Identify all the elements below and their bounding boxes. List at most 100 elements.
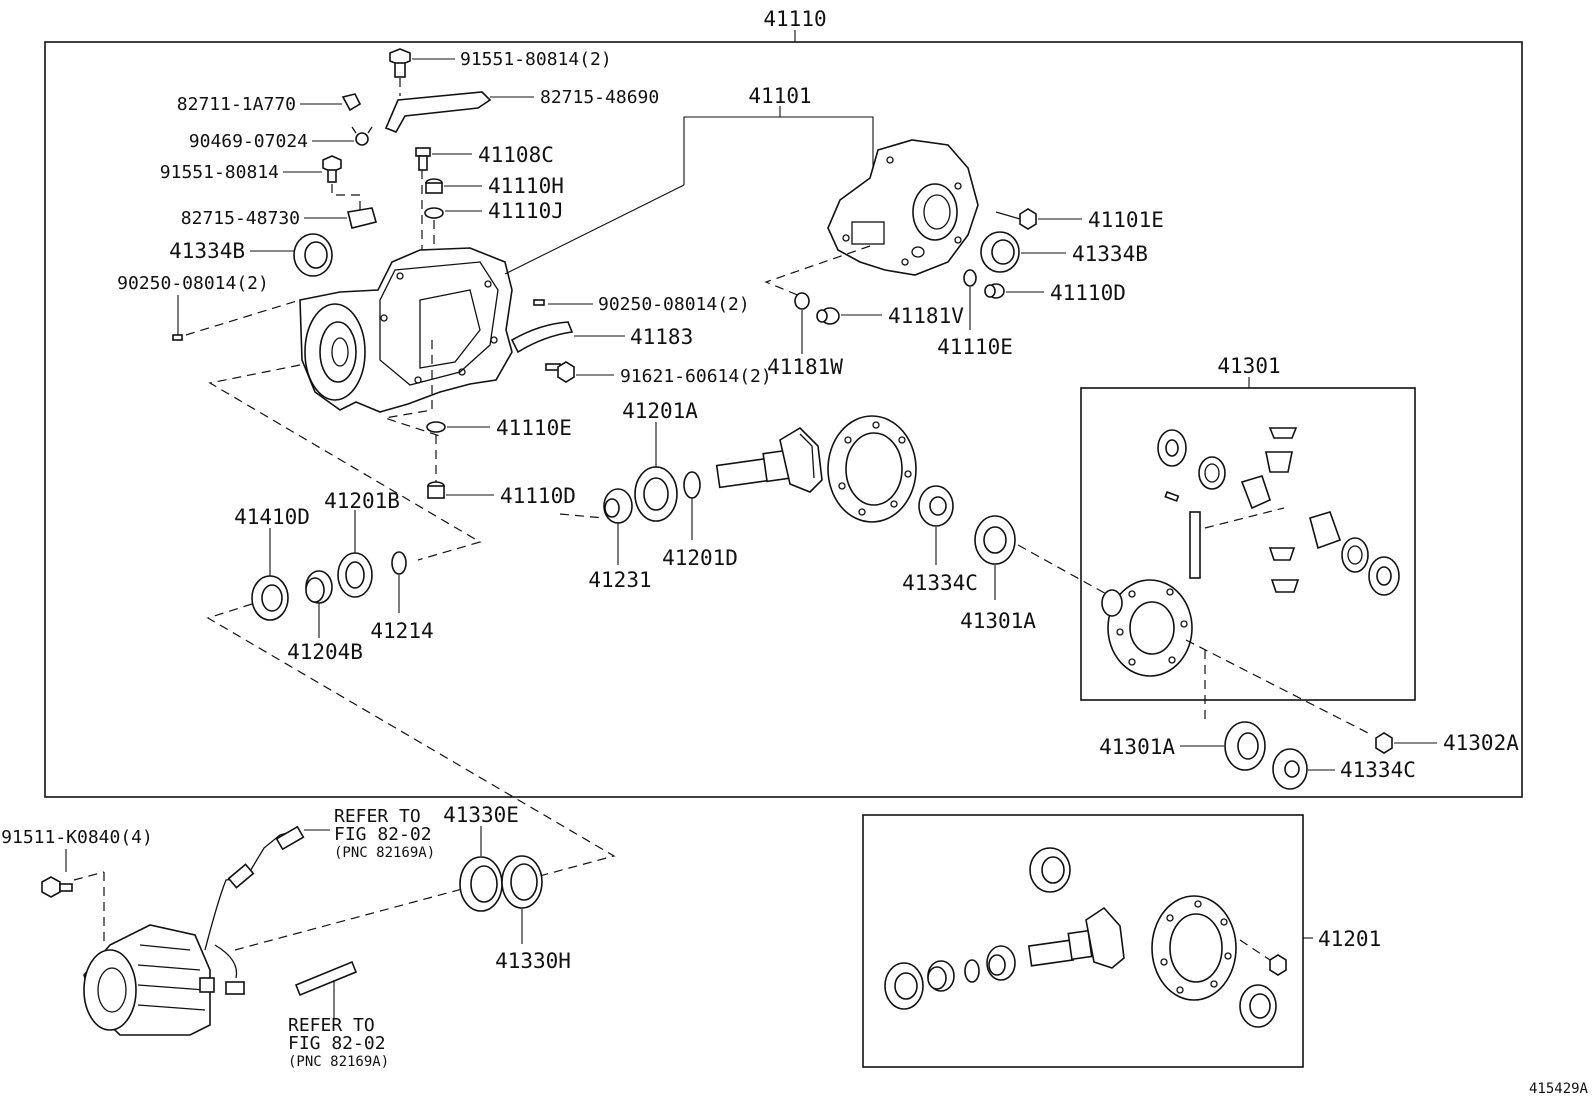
oil-seal-41334B-left-part bbox=[293, 233, 333, 277]
callout-41334C-mid[interactable]: 41334C bbox=[902, 571, 978, 595]
leader-line bbox=[234, 887, 467, 951]
reference-upper-line1[interactable]: REFER TO bbox=[334, 806, 421, 827]
callout-41334C-low[interactable]: 41334C bbox=[1340, 758, 1416, 782]
callout-90250-08014-2-left[interactable]: 90250-08014(2) bbox=[117, 273, 269, 294]
reference-upper-line2[interactable]: FIG 82-02 bbox=[334, 824, 432, 845]
bolt-41101E-part bbox=[995, 208, 1037, 230]
callout-82715-48730[interactable]: 82715-48730 bbox=[181, 208, 300, 229]
callout-41183[interactable]: 41183 bbox=[630, 325, 693, 349]
assembly-41110-label[interactable]: 41110 bbox=[763, 7, 826, 31]
callout-41301[interactable]: 41301 bbox=[1217, 354, 1280, 378]
callout-41201[interactable]: 41201 bbox=[1318, 927, 1381, 951]
kit-washer-part bbox=[964, 959, 980, 983]
shim-41330H-part bbox=[501, 855, 543, 909]
spacer-41201D-part bbox=[683, 471, 701, 499]
callout-41334B-right[interactable]: 41334B bbox=[1072, 242, 1148, 266]
callout-41334B-left[interactable]: 41334B bbox=[169, 239, 245, 263]
washer-41334C-low-part bbox=[1272, 748, 1308, 790]
callout-91551-80814-2[interactable]: 91551-80814(2) bbox=[460, 49, 612, 70]
callout-41302A[interactable]: 41302A bbox=[1443, 731, 1519, 755]
side-gear-washer-left-part bbox=[1157, 429, 1187, 467]
leader-line bbox=[683, 116, 874, 185]
callout-41110E-left[interactable]: 41110E bbox=[496, 416, 572, 440]
harness-connector-upper-part bbox=[275, 825, 305, 851]
leader-line bbox=[1017, 544, 1111, 597]
kit-bearing-part bbox=[986, 945, 1016, 981]
oil-seal-41334B-right-part bbox=[980, 231, 1020, 273]
callout-41110D-left[interactable]: 41110D bbox=[500, 484, 576, 508]
callout-41101E[interactable]: 41101E bbox=[1088, 208, 1164, 232]
callout-41204B[interactable]: 41204B bbox=[287, 640, 363, 664]
callout-41110H[interactable]: 41110H bbox=[488, 174, 564, 198]
callout-41110E-right[interactable]: 41110E bbox=[937, 335, 1013, 359]
callout-41201B[interactable]: 41201B bbox=[324, 489, 400, 513]
callout-82711-1A770[interactable]: 82711-1A770 bbox=[177, 94, 296, 115]
kit-drive-pinion-part bbox=[1027, 906, 1125, 969]
callout-90250-08014-2-right[interactable]: 90250-08014(2) bbox=[598, 294, 750, 315]
bracket-82715-48730-part bbox=[347, 207, 377, 229]
leader-line bbox=[504, 184, 685, 275]
pin-90250-right-part bbox=[533, 299, 545, 306]
callout-41110D-right[interactable]: 41110D bbox=[1050, 281, 1126, 305]
leader-line bbox=[208, 364, 482, 561]
pinion-gears-part bbox=[1240, 427, 1342, 593]
callout-41101[interactable]: 41101 bbox=[748, 84, 811, 108]
spacer-41204B-part bbox=[305, 570, 333, 604]
bolt-91621-60614-2-part bbox=[545, 361, 575, 383]
washer-41334C-mid-part bbox=[918, 485, 954, 527]
leader-line bbox=[1239, 939, 1271, 961]
shim-41330E-part bbox=[459, 856, 503, 912]
callout-91621-60614-2[interactable]: 91621-60614(2) bbox=[620, 366, 772, 387]
ring-gear-part bbox=[827, 415, 917, 523]
actuator-motor-part bbox=[83, 924, 215, 1036]
callout-41330E[interactable]: 41330E bbox=[443, 803, 519, 827]
callout-41108C[interactable]: 41108C bbox=[478, 143, 554, 167]
gasket-41110E-right-part bbox=[963, 269, 977, 287]
rear-cover-41101-part bbox=[827, 139, 979, 276]
callout-82715-48690[interactable]: 82715-48690 bbox=[540, 87, 659, 108]
leader-line bbox=[1185, 639, 1373, 736]
callout-41201D[interactable]: 41201D bbox=[662, 546, 738, 570]
pin-90250-left-part bbox=[172, 334, 183, 341]
callout-91551-80814[interactable]: 91551-80814 bbox=[160, 162, 279, 183]
callout-41301A-mid[interactable]: 41301A bbox=[960, 609, 1036, 633]
plug-41110D-right-part bbox=[984, 283, 1005, 299]
bearing-41301A-mid-part bbox=[974, 515, 1016, 565]
callout-91511-K0840-4[interactable]: 91511-K0840(4) bbox=[1, 827, 153, 848]
leader-line bbox=[764, 245, 871, 297]
bearing-41301A-low-part bbox=[1224, 721, 1266, 771]
differential-carrier-housing-part bbox=[299, 247, 513, 413]
assembly-41110-frame bbox=[44, 41, 1523, 798]
reference-lower-line2[interactable]: FIG 82-02 bbox=[288, 1033, 386, 1054]
callout-41201A[interactable]: 41201A bbox=[622, 399, 698, 423]
lock-pin-part bbox=[1164, 491, 1180, 502]
callout-90469-07024[interactable]: 90469-07024 bbox=[189, 131, 308, 152]
reference-upper-line3[interactable]: (PNC 82169A) bbox=[334, 845, 435, 861]
clip-90469-07024-part bbox=[351, 126, 373, 146]
reference-lower-line1[interactable]: REFER TO bbox=[288, 1015, 375, 1036]
leader-line bbox=[1204, 507, 1285, 529]
kit-spacer-part bbox=[927, 960, 955, 992]
gasket-41110J-part bbox=[424, 207, 444, 219]
callout-41301A-low[interactable]: 41301A bbox=[1099, 735, 1175, 759]
callout-41410D[interactable]: 41410D bbox=[234, 505, 310, 529]
callout-41231[interactable]: 41231 bbox=[588, 568, 651, 592]
bearing-41201B-part bbox=[337, 552, 373, 598]
callout-41330H[interactable]: 41330H bbox=[495, 949, 571, 973]
bolt-91511-K0840-4-part bbox=[41, 876, 73, 898]
plug-41110H-part bbox=[425, 178, 443, 194]
differential-case-part bbox=[1101, 579, 1193, 677]
leader-line bbox=[185, 299, 301, 336]
reference-lower-line3[interactable]: (PNC 82169A) bbox=[288, 1054, 389, 1070]
side-gear-right-part bbox=[1368, 556, 1400, 596]
callout-41181V[interactable]: 41181V bbox=[888, 304, 964, 328]
callout-41110J[interactable]: 41110J bbox=[488, 199, 564, 223]
figure-id: 415429A bbox=[1529, 1081, 1589, 1097]
callout-41181W[interactable]: 41181W bbox=[767, 355, 843, 379]
leader-line bbox=[206, 603, 616, 889]
callout-41214[interactable]: 41214 bbox=[370, 619, 433, 643]
bolt-91551-80814-2-part bbox=[389, 48, 411, 78]
oil-seal-41410D-part bbox=[251, 575, 289, 621]
